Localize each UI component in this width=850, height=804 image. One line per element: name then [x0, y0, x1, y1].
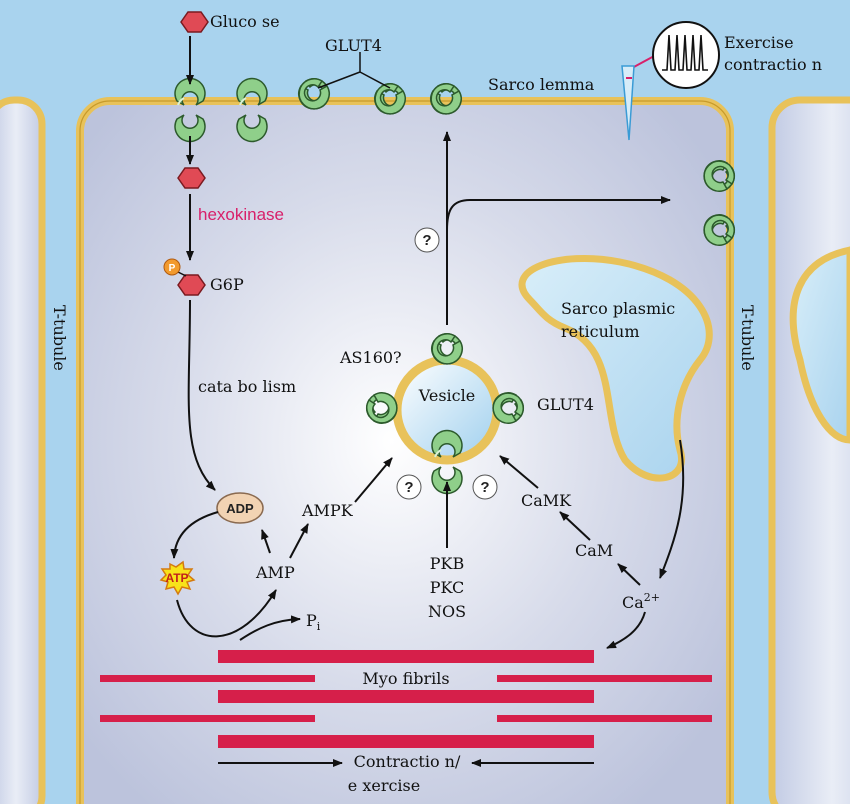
glucose-icon	[180, 11, 209, 33]
t-tubule-left-label: T-tubule	[50, 305, 69, 371]
sarcolemma-label: Sarco lemma	[488, 75, 595, 94]
ampk-label: AMPK	[301, 501, 354, 520]
atp-badge	[159, 560, 196, 596]
hexokinase-label: hexokinase	[198, 205, 284, 224]
calcium-label: Ca2+	[622, 591, 660, 612]
question-marks	[396, 227, 498, 500]
pathway-arrows	[170, 36, 685, 767]
pkb-label: PKB	[430, 554, 464, 573]
myofibrils-label: Myo fibrils	[362, 669, 449, 688]
left-t-tubule	[0, 96, 46, 804]
reticulum-label: reticulum	[561, 322, 640, 341]
question-top: ?	[422, 232, 431, 249]
pkc-label: PKC	[430, 578, 465, 597]
exercise-label-bottom: e xercise	[348, 776, 420, 795]
adp-label: ADP	[226, 501, 254, 516]
phosphate-label: P	[169, 263, 176, 274]
camk-label: CaMK	[521, 491, 572, 510]
right-sr-fragment	[789, 246, 850, 444]
glucose-label: Gluco se	[210, 12, 280, 31]
sarcoplasmic-reticulum	[518, 255, 713, 482]
g6p-icon	[163, 258, 206, 296]
catabolism-label: cata bo lism	[198, 377, 296, 396]
vesicle	[392, 355, 502, 465]
glut4-transporter	[298, 78, 330, 110]
atp-label: ATP	[165, 571, 188, 585]
contraction-exercise-label: Contractio n/	[354, 752, 461, 771]
exercise-label: Exercise	[724, 33, 794, 52]
glucose-intracellular-icon	[177, 167, 206, 189]
question-right: ?	[480, 479, 489, 496]
nos-label: NOS	[428, 602, 466, 621]
vesicle-label: Vesicle	[418, 386, 475, 405]
contraction-label: contractio n	[724, 55, 822, 74]
glut4-vesicle-label: GLUT4	[537, 395, 594, 414]
question-left: ?	[404, 479, 413, 496]
g6p-label: G6P	[210, 275, 244, 294]
amp-label: AMP	[255, 563, 295, 582]
right-t-tubule	[768, 96, 850, 804]
cam-label: CaM	[575, 541, 613, 560]
t-tubule-right-label: T-tubule	[738, 305, 757, 371]
adp-badge	[216, 492, 264, 524]
myofibrils	[100, 650, 712, 748]
pi-label: Pi	[306, 611, 321, 633]
as160-label: AS160?	[339, 348, 402, 367]
sarcoplasmic-label: Sarco plasmic	[561, 299, 675, 318]
exercise-stimulus-icon	[621, 21, 720, 141]
glut4-top-label: GLUT4	[325, 36, 382, 55]
